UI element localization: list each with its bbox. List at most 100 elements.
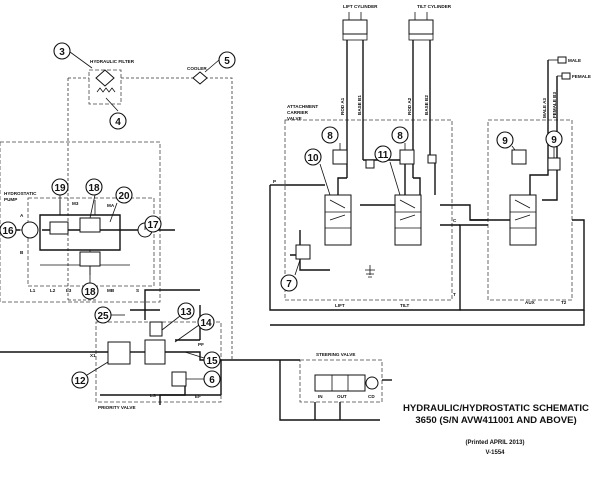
svg-text:10: 10 bbox=[307, 153, 319, 164]
relief-valves bbox=[295, 149, 561, 260]
svg-text:4: 4 bbox=[115, 117, 121, 128]
svg-text:18: 18 bbox=[84, 287, 96, 298]
callout-17: 17 bbox=[144, 215, 162, 233]
hydrostatic-pump-box bbox=[27, 197, 155, 287]
callout-13: 13 bbox=[161, 302, 195, 331]
label-port-cd: CD bbox=[368, 394, 375, 399]
label-male-a3: MALE A3 bbox=[542, 98, 547, 118]
label-hydraulic-filter: HYDRAULIC FILTER bbox=[90, 59, 135, 64]
label-port-c: C bbox=[453, 218, 457, 223]
callout-7: 7 bbox=[280, 259, 301, 292]
label-hydrostatic: HYDROSTATIC bbox=[4, 191, 37, 196]
label-base-b1: BASE B1 bbox=[357, 95, 362, 115]
svg-text:14: 14 bbox=[200, 318, 212, 329]
label-port-p: P bbox=[273, 179, 276, 184]
svg-text:8: 8 bbox=[397, 131, 403, 142]
label-rod-a1: ROD A1 bbox=[340, 97, 345, 115]
label-tilt: TILT bbox=[400, 303, 410, 308]
aux-spool bbox=[509, 194, 537, 246]
label-port-out: OUT bbox=[337, 394, 347, 399]
hydraulic-filter bbox=[95, 69, 116, 93]
svg-text:20: 20 bbox=[118, 191, 130, 202]
schematic-title-line2: 3650 (S/N AVW411001 AND ABOVE) bbox=[415, 415, 577, 426]
priority-valve-components bbox=[107, 321, 187, 387]
tilt-spool bbox=[394, 194, 422, 246]
svg-text:12: 12 bbox=[74, 376, 86, 387]
callout-11: 11 bbox=[374, 145, 401, 196]
steering-valve bbox=[314, 374, 379, 392]
lift-cylinder bbox=[342, 12, 368, 41]
callout-19: 19 bbox=[51, 178, 69, 215]
label-steering-valve: STEERING VALVE bbox=[316, 352, 355, 357]
callout-8b: 8 bbox=[391, 126, 409, 150]
label-port-in: IN bbox=[318, 394, 323, 399]
schematic-title-line1: HYDRAULIC/HYDROSTATIC SCHEMATIC bbox=[402, 403, 589, 414]
label-port-b: B bbox=[20, 250, 24, 255]
label-port-m3: M3 bbox=[72, 201, 79, 206]
cooler bbox=[192, 71, 208, 85]
svg-text:5: 5 bbox=[224, 56, 230, 67]
tilt-cylinder bbox=[408, 12, 434, 41]
attachment-carrier-valve-box bbox=[284, 119, 453, 301]
svg-text:17: 17 bbox=[147, 220, 159, 231]
label-pump: PUMP bbox=[4, 197, 17, 202]
svg-text:15: 15 bbox=[206, 356, 218, 367]
callout-10: 10 bbox=[304, 148, 331, 196]
svg-text:25: 25 bbox=[97, 311, 109, 322]
label-female-b3: FEMALE B3 bbox=[552, 92, 557, 118]
label-priority-valve: PRIORITY VALVE bbox=[98, 405, 136, 410]
female-coupler bbox=[561, 72, 571, 80]
callout-4: 4 bbox=[105, 97, 127, 130]
lift-spool bbox=[324, 194, 352, 246]
label-cooler: COOLER bbox=[187, 66, 207, 71]
label-port-ls: LS bbox=[150, 393, 156, 398]
callout-15: 15 bbox=[184, 351, 221, 369]
callout-6: 6 bbox=[186, 370, 221, 388]
label-aux: AUX bbox=[525, 300, 536, 305]
svg-text:9: 9 bbox=[502, 136, 508, 147]
label-port-l2: L2 bbox=[50, 288, 56, 293]
svg-text:18: 18 bbox=[88, 183, 100, 194]
svg-text:7: 7 bbox=[286, 279, 292, 290]
callout-14: 14 bbox=[174, 313, 215, 343]
male-coupler bbox=[557, 56, 567, 64]
callout-12: 12 bbox=[71, 361, 109, 389]
svg-text:16: 16 bbox=[2, 226, 14, 237]
label-port-l1: L1 bbox=[30, 288, 36, 293]
label-carrier: CARRIER bbox=[287, 110, 309, 115]
label-port-pf: PF bbox=[198, 342, 204, 347]
label-port-mb: MB bbox=[107, 288, 115, 293]
label-rod-a2: ROD A2 bbox=[407, 97, 412, 115]
steering-valve-box bbox=[299, 359, 383, 403]
svg-text:8: 8 bbox=[327, 131, 333, 142]
label-valve: VALVE bbox=[287, 116, 302, 121]
label-port-s: S bbox=[136, 288, 139, 293]
label-t2: T2 bbox=[561, 300, 567, 305]
callouts: 3 4 5 8 8 9 9 10 11 7 19 18 20 16 17 18 … bbox=[0, 42, 563, 389]
label-attachment: ATTACHMENT bbox=[287, 104, 318, 109]
svg-text:3: 3 bbox=[59, 47, 65, 58]
label-base-b2: BASE B2 bbox=[424, 95, 429, 115]
callout-18b: 18 bbox=[81, 266, 99, 300]
svg-text:6: 6 bbox=[209, 375, 215, 386]
label-port-a: A bbox=[20, 213, 24, 218]
aux-valve-box bbox=[487, 119, 573, 301]
label-tilt-cylinder: TILT CYLINDER bbox=[417, 4, 452, 9]
label-port-ma: MA bbox=[107, 203, 115, 208]
label-female: FEMALE bbox=[572, 74, 591, 79]
label-lift-cylinder: LIFT CYLINDER bbox=[343, 4, 378, 9]
label-port-ef: EF bbox=[195, 394, 201, 399]
label-port-t: T bbox=[453, 292, 456, 297]
label-port-x1: X1 bbox=[90, 353, 96, 358]
hydrostatic-pump bbox=[2, 217, 153, 267]
printed-date: (Printed APRIL 2013) bbox=[465, 440, 525, 446]
callout-25: 25 bbox=[94, 306, 125, 324]
svg-text:13: 13 bbox=[180, 307, 192, 318]
callout-20: 20 bbox=[109, 186, 133, 223]
schematic-labels: LIFT CYLINDER TILT CYLINDER HYDRAULIC FI… bbox=[4, 4, 591, 410]
label-port-l3: L3 bbox=[66, 288, 72, 293]
callout-9a: 9 bbox=[496, 131, 516, 151]
callout-9b: 9 bbox=[545, 130, 563, 158]
label-male: MALE bbox=[568, 58, 581, 63]
